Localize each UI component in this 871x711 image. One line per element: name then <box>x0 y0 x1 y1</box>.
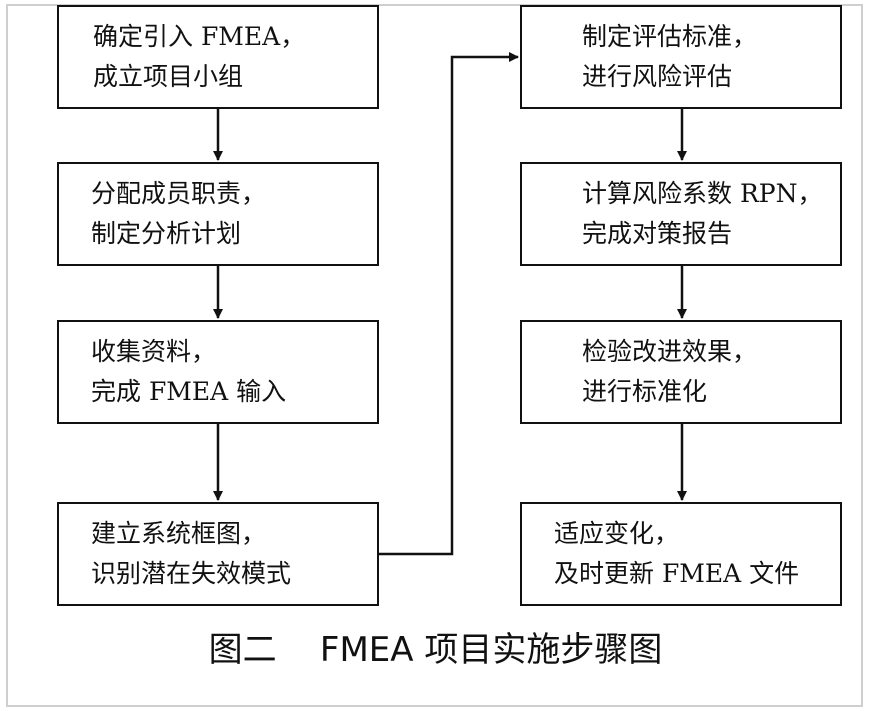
step-7-line-2: 进行标准化 <box>582 377 708 406</box>
step-3-line-1: 收集资料， <box>91 337 217 366</box>
figure-caption: 图二 FMEA 项目实施步骤图 <box>208 630 663 670</box>
step-box-4: 建立系统框图， 识别潜在失效模式 <box>57 502 379 606</box>
arrow-left-4-to-right-1 <box>379 52 519 556</box>
step-box-6: 计算风险系数 RPN， 完成对策报告 <box>520 162 842 266</box>
step-box-5: 制定评估标准， 进行风险评估 <box>520 5 842 109</box>
step-box-1: 确定引入 FMEA， 成立项目小组 <box>57 5 379 109</box>
step-8-line-1: 适应变化， <box>554 519 680 548</box>
step-box-3: 收集资料， 完成 FMEA 输入 <box>57 320 379 424</box>
step-3-line-2: 完成 FMEA 输入 <box>91 377 287 406</box>
step-1-line-1: 确定引入 FMEA， <box>93 22 306 51</box>
step-7-line-1: 检验改进效果， <box>582 337 758 366</box>
figure-frame <box>6 4 863 707</box>
step-2-line-1: 分配成员职责， <box>91 179 267 208</box>
step-2-line-2: 制定分析计划 <box>91 219 242 248</box>
step-5-line-2: 进行风险评估 <box>582 62 733 91</box>
step-box-8: 适应变化， 及时更新 FMEA 文件 <box>520 502 842 606</box>
step-4-line-2: 识别潜在失效模式 <box>91 559 292 588</box>
step-4-line-1: 建立系统框图， <box>91 519 267 548</box>
step-5-line-1: 制定评估标准， <box>582 22 758 51</box>
step-1-line-2: 成立项目小组 <box>93 62 244 91</box>
step-box-2: 分配成员职责， 制定分析计划 <box>57 162 379 266</box>
step-6-line-2: 完成对策报告 <box>582 219 733 248</box>
step-8-line-2: 及时更新 FMEA 文件 <box>554 559 800 588</box>
step-box-7: 检验改进效果， 进行标准化 <box>520 320 842 424</box>
step-6-line-1: 计算风险系数 RPN， <box>582 179 823 208</box>
